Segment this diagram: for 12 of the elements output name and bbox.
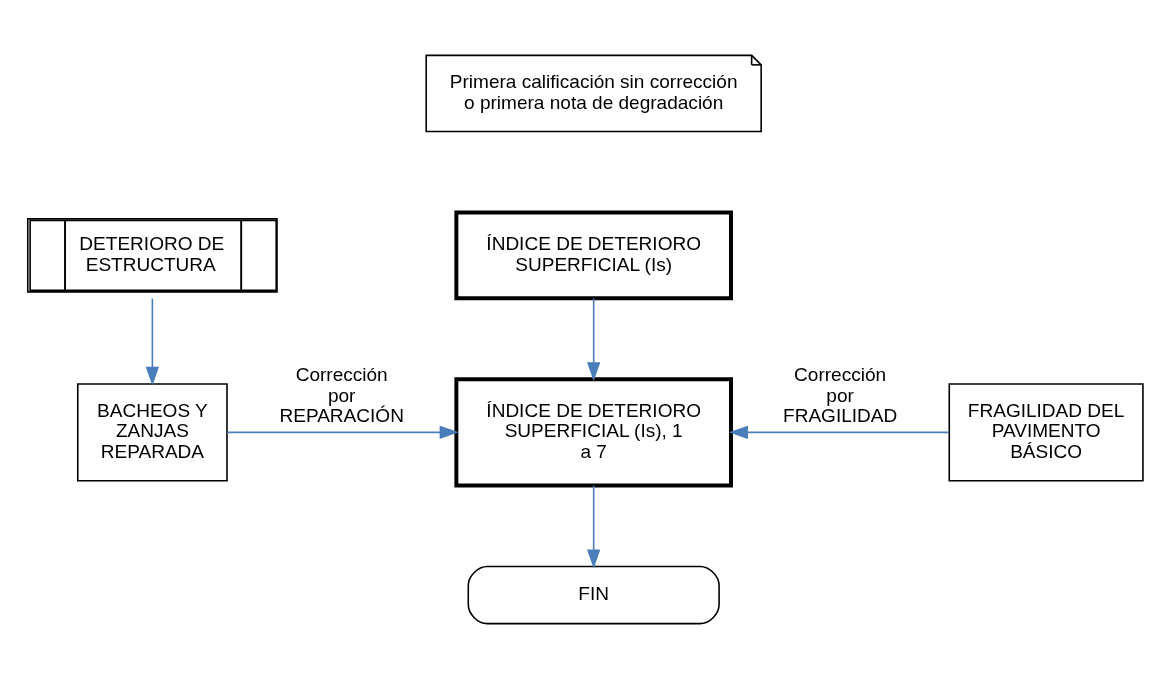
arrow	[226, 425, 459, 439]
arrow	[145, 297, 160, 386]
edge-label: Corrección por REPARACIÓN	[279, 363, 404, 426]
arrow	[728, 425, 950, 439]
arrow	[587, 297, 601, 381]
node-box: ÍNDICE DE DETERIORO SUPERFICIAL (Is)	[454, 210, 733, 300]
arrow	[587, 484, 601, 568]
node-box: BACHEOS Y ZANJAS REPARADA	[76, 382, 228, 482]
node-box: ÍNDICE DE DETERIORO SUPERFICIAL (Is), 1 a 7	[454, 376, 733, 488]
edge-label: Corrección por FRAGILIDAD	[783, 363, 898, 426]
node-box: FIN	[467, 565, 720, 624]
node-box: FRAGILIDAD DEL PAVIMENTO BÁSICO	[948, 382, 1144, 482]
